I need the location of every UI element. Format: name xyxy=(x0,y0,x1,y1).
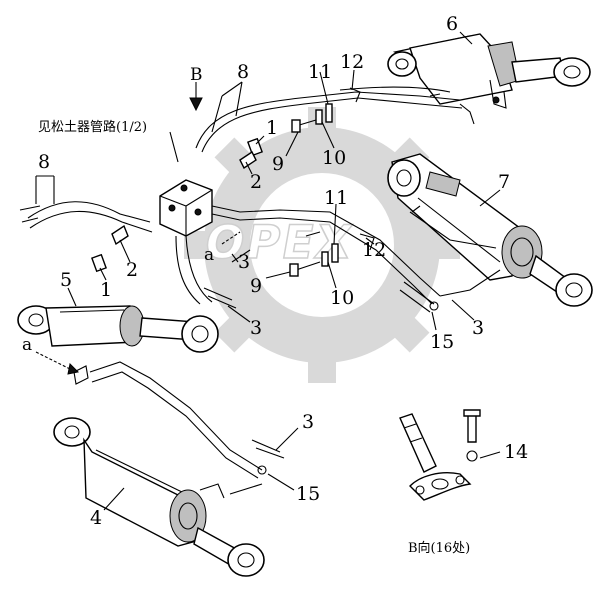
callout-7: 7 xyxy=(498,171,510,193)
callout-9-top: 9 xyxy=(272,153,284,175)
leader-lines xyxy=(35,31,501,511)
hoses xyxy=(19,86,501,495)
callout-labels: 6 8 11 12 1 9 10 8 2 7 11 3 12 2 5 1 9 1… xyxy=(38,13,528,529)
callout-8-left: 8 xyxy=(38,151,50,173)
view-b-marker: B xyxy=(190,65,203,85)
callout-11-mid: 11 xyxy=(324,187,348,209)
callout-2-top: 2 xyxy=(250,171,262,193)
callout-4: 4 xyxy=(90,507,102,529)
callout-3-b: 3 xyxy=(250,317,262,339)
callout-10-mid: 10 xyxy=(330,287,354,309)
callout-11-top: 11 xyxy=(308,61,332,83)
markers: B a a 见松土器管路(1/2) B向(16处) xyxy=(22,65,470,556)
callout-3-c: 3 xyxy=(472,317,484,339)
callout-14: 14 xyxy=(504,441,528,463)
callout-12-mid: 12 xyxy=(362,239,386,261)
see-pipe-note: 见松土器管路(1/2) xyxy=(38,119,147,135)
callout-6: 6 xyxy=(446,13,458,35)
callout-15-bottom: 15 xyxy=(296,483,320,505)
callout-15-right: 15 xyxy=(430,331,454,353)
cylinder-7 xyxy=(387,153,593,307)
callout-3-d: 3 xyxy=(302,411,314,433)
cylinder-6 xyxy=(387,33,591,109)
view-b-detail xyxy=(399,409,481,501)
callout-9-mid: 9 xyxy=(250,275,262,297)
fittings xyxy=(73,87,439,475)
callout-1-top: 1 xyxy=(266,117,278,139)
callout-3-a: 3 xyxy=(238,251,250,273)
callout-1-left: 1 xyxy=(100,279,112,301)
view-b-caption: B向(16处) xyxy=(408,540,470,556)
cylinder-4 xyxy=(53,417,265,577)
marker-a-top: a xyxy=(204,245,214,265)
callout-10-top: 10 xyxy=(322,147,346,169)
callout-2-left: 2 xyxy=(126,259,138,281)
callout-12-top: 12 xyxy=(340,51,364,73)
callout-5: 5 xyxy=(60,269,72,291)
callout-8-top: 8 xyxy=(237,61,249,83)
valve-block xyxy=(159,179,213,237)
cylinder-5 xyxy=(17,305,219,353)
marker-a-left: a xyxy=(22,335,32,355)
